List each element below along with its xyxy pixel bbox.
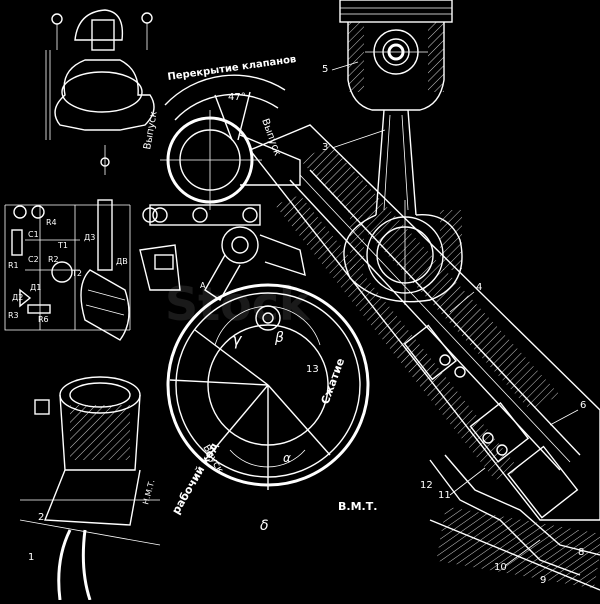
shaft-assembly (248, 124, 600, 591)
delta-label: δ (260, 518, 269, 534)
tdc-label: В.М.Т. (338, 500, 377, 513)
callout-leaders (331, 61, 579, 566)
gamma-label: γ (232, 330, 243, 349)
callout-9: 9 (540, 575, 546, 586)
circuit-r3: R3 (8, 311, 19, 320)
callout-12: 12 (420, 480, 433, 491)
circuit-d2: Д2 (12, 293, 23, 302)
valve-overlap-label: Перекрытие клапанов (167, 54, 297, 83)
callout-11: 11 (438, 490, 451, 501)
bdc-label: Н.М.Т. (141, 479, 156, 506)
watermark: Stock (165, 277, 311, 331)
crank-linkage (139, 204, 306, 301)
valve-overlap-arc (160, 74, 301, 210)
angle-47-label: 47° (228, 92, 246, 103)
circuit-c1: C1 (28, 230, 39, 239)
circuit-t1: T1 (57, 241, 68, 250)
circuit-d3: Д3 (84, 233, 95, 242)
circuit-dv: ДВ (116, 257, 128, 266)
exhaust-label-top: Выпуск (142, 110, 160, 150)
callout-1: 1 (28, 552, 34, 563)
circuit-d1: Д1 (30, 283, 41, 292)
cylinder-sleeve (19, 376, 161, 601)
callout-4: 4 (476, 282, 482, 293)
callout-10: 10 (494, 562, 507, 573)
alpha-label: α (283, 451, 291, 465)
callout-8: 8 (578, 547, 584, 558)
circuit-r1: R1 (8, 261, 19, 270)
valve-timing-diagram (166, 283, 370, 490)
compression-label: Сжатие (319, 356, 348, 406)
circuit-labels: R4 C1 C2 T1 T2 R1 R2 R3 R6 Д1 Д2 Д3 ДВ A (8, 218, 206, 324)
power-stroke-label: рабочий ход (169, 440, 221, 517)
callout-3: 3 (322, 142, 328, 153)
electrical-circuit (4, 199, 158, 341)
circuit-r6: R6 (38, 315, 49, 324)
beta-label: β (274, 330, 284, 346)
circuit-r2: R2 (48, 255, 59, 264)
pump-body (45, 9, 155, 175)
piston (339, 0, 453, 111)
callout-5: 5 (322, 64, 328, 75)
circuit-a: A (200, 281, 206, 290)
callout-numbers: 1 2 3 4 5 6 8 9 10 11 12 13 (28, 64, 586, 586)
circuit-r4: R4 (46, 218, 57, 227)
callout-6: 6 (580, 400, 586, 411)
callout-13: 13 (306, 364, 319, 375)
callout-2: 2 (38, 512, 44, 523)
circuit-t2: T2 (71, 269, 82, 278)
circuit-c2: C2 (28, 255, 39, 264)
